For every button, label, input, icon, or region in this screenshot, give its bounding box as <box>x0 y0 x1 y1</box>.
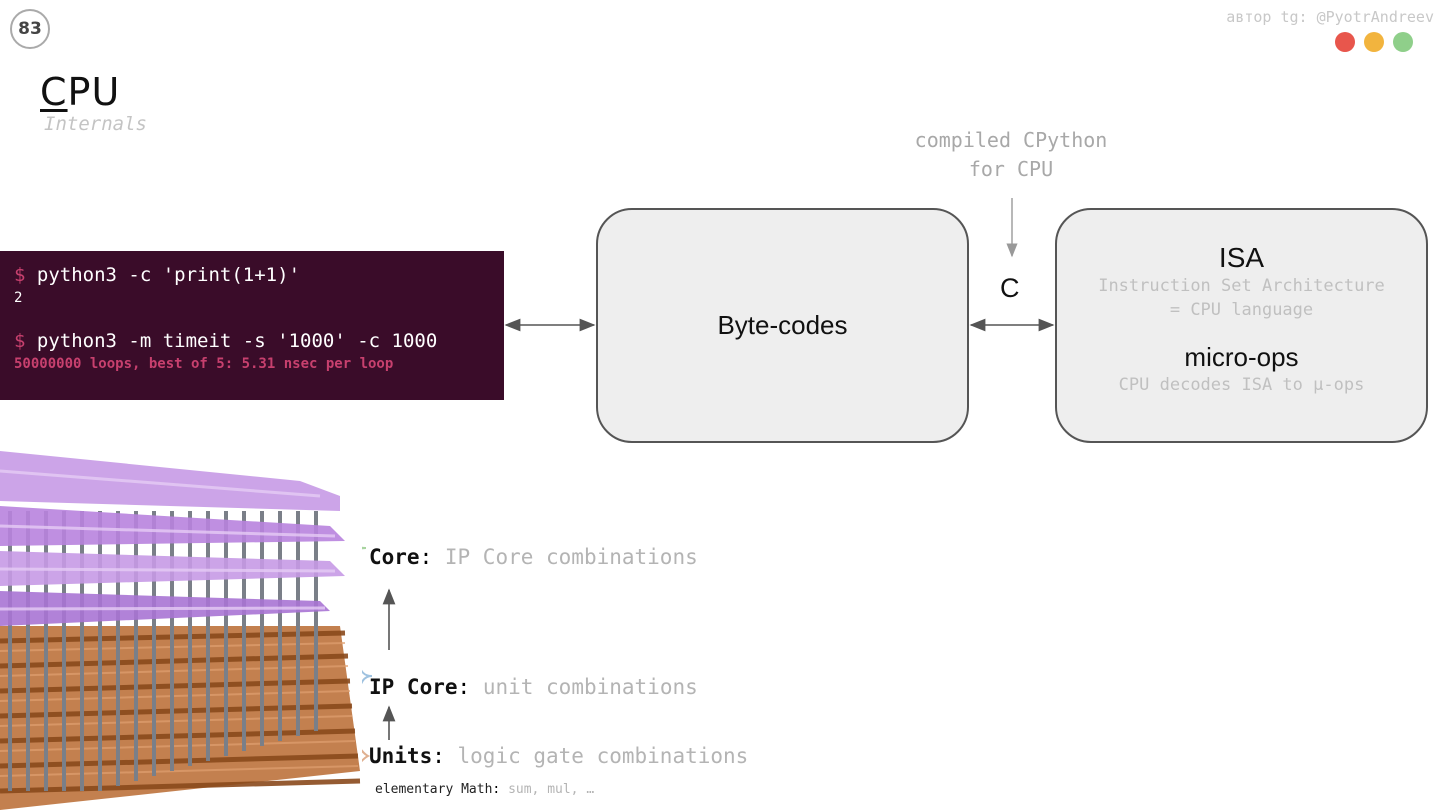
command-text: python3 -m timeit -s '1000' -c 1000 <box>36 330 438 352</box>
terminal-output-2: 50000000 loops, best of 5: 5.31 nsec per… <box>14 356 394 372</box>
compiled-cpython-note: compiled CPython for CPU <box>870 126 1152 184</box>
micro-ops-title: micro-ops <box>1184 342 1299 372</box>
units-description: logic gate combinations <box>457 744 749 768</box>
separator: : <box>457 675 483 699</box>
elementary-math-note: elementary Math: sum, mul, … <box>375 782 594 797</box>
micro-ops-description: CPU decodes ISA to μ-ops <box>1118 375 1365 395</box>
core-key: Core <box>369 545 420 569</box>
isa-title: ISA <box>1218 242 1265 273</box>
slide-title: CPU <box>40 70 120 114</box>
command-text: python3 -c 'print(1+1)' <box>36 264 301 286</box>
separator: : <box>432 744 458 768</box>
separator: : <box>419 545 445 569</box>
ip-core-key: IP Core <box>369 675 458 699</box>
bytecodes-box: Byte-codes <box>596 208 969 443</box>
core-description: IP Core combinations <box>444 545 698 569</box>
terminal-panel: $ python3 -c 'print(1+1)' 2 $ python3 -m… <box>0 251 504 400</box>
terminal-output-1: 2 <box>14 290 23 306</box>
page-number: 83 <box>10 9 50 49</box>
isa-description-line2: = CPU language <box>1169 300 1314 320</box>
title-rest: PU <box>67 70 121 114</box>
copper-layers <box>0 626 361 810</box>
units-key: Units <box>369 744 433 768</box>
window-dots <box>1335 32 1413 52</box>
prompt-symbol: $ <box>14 264 26 286</box>
units-level: Units: logic gate combinations <box>369 744 748 768</box>
red-dot <box>1335 32 1355 52</box>
c-language-label: C <box>1000 273 1020 303</box>
green-dot <box>1393 32 1413 52</box>
isa-description-line1: Instruction Set Architecture <box>1098 276 1385 296</box>
prompt-symbol: $ <box>14 330 26 352</box>
yellow-dot <box>1364 32 1384 52</box>
separator: : <box>492 782 509 797</box>
isa-box: ISA Instruction Set Architecture = CPU l… <box>1055 208 1428 443</box>
core-level: Core: IP Core combinations <box>369 545 698 569</box>
author-credit: автор tg: @PyotrAndreev <box>1226 8 1434 26</box>
cpu-3d-structure-image <box>0 451 362 810</box>
title-initial: C <box>40 70 68 114</box>
ip-core-description: unit combinations <box>482 675 698 699</box>
terminal-command-1: $ python3 -c 'print(1+1)' <box>14 264 490 286</box>
terminal-command-2: $ python3 -m timeit -s '1000' -c 1000 <box>14 330 490 352</box>
compiled-line-1: compiled CPython <box>914 128 1108 152</box>
ip-core-level: IP Core: unit combinations <box>369 675 698 699</box>
slide-subtitle: Internals <box>44 113 147 135</box>
grey-pillars <box>8 511 318 791</box>
purple-layers <box>0 451 345 626</box>
elementary-math-description: sum, mul, … <box>508 782 595 797</box>
elementary-math-key: elementary Math <box>375 782 493 797</box>
bytecodes-label: Byte-codes <box>717 310 848 340</box>
compiled-line-2: for CPU <box>968 157 1054 181</box>
